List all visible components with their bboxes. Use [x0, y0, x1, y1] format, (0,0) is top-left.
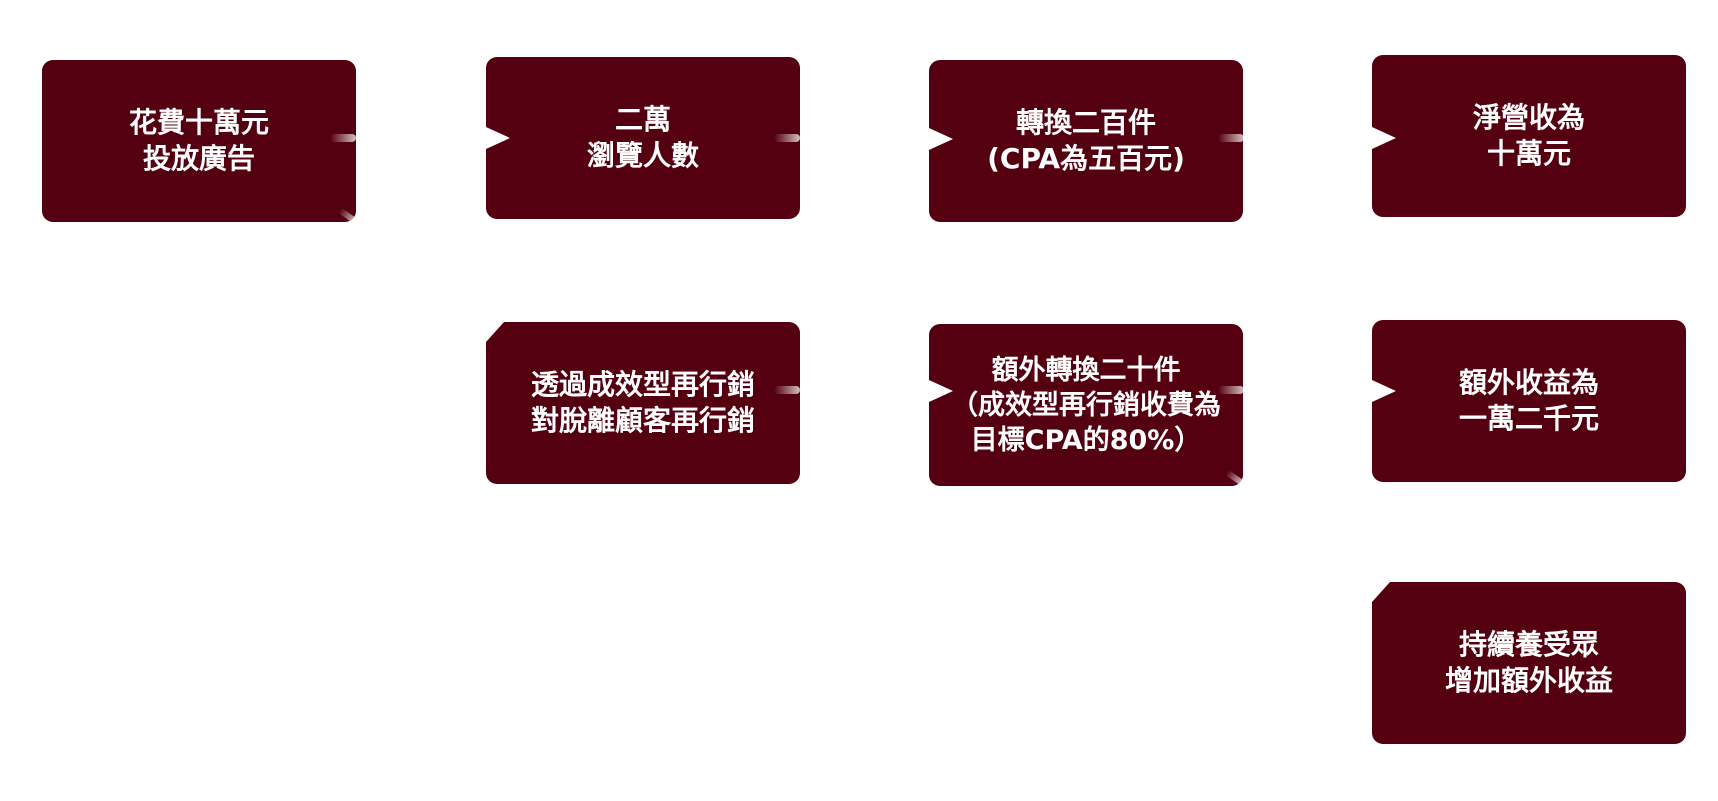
node-remarketing-line-2: 對脫離顧客再行銷 — [530, 404, 755, 437]
node-extra-conversions-line-1: 額外轉換二十件 — [991, 354, 1181, 386]
node-remarketing-line-1: 透過成效型再行銷 — [530, 368, 755, 401]
node-ad-spend-line-1: 花費十萬元 — [128, 106, 269, 139]
arrow-notch-views — [486, 127, 510, 149]
node-extra-conversions: 額外轉換二十件 （成效型再行銷收費為 目標CPA的80%） — [929, 324, 1243, 486]
node-extra-conversions-line-3: 目標CPA的80%） — [970, 424, 1202, 456]
connector-fade-conversions — [1218, 134, 1244, 142]
node-net-revenue-line-1: 淨營收為 — [1472, 101, 1585, 134]
node-nurture-audience: 持續養受眾 增加額外收益 — [1372, 582, 1686, 744]
node-views-line-2: 瀏覽人數 — [586, 139, 699, 172]
arrow-notch-nurture — [1372, 582, 1390, 602]
node-extra-conversions-line-2: （成效型再行銷收費為 — [951, 389, 1221, 421]
node-nurture-audience-line-2: 增加額外收益 — [1444, 664, 1613, 697]
arrow-notch-net-revenue — [1372, 127, 1396, 149]
node-extra-revenue-line-2: 一萬二千元 — [1458, 402, 1599, 435]
node-ad-spend: 花費十萬元 投放廣告 — [42, 60, 356, 222]
node-views-line-1: 二萬 — [614, 103, 671, 136]
arrow-notch-remarketing — [486, 322, 504, 342]
connector-fade-remarketing — [774, 386, 800, 394]
node-net-revenue: 淨營收為 十萬元 — [1372, 55, 1686, 217]
connector-fade-spend — [330, 134, 356, 142]
node-net-revenue-line-2: 十萬元 — [1486, 137, 1571, 170]
connector-fade-extra-conversions — [1218, 386, 1244, 394]
arrow-notch-extra-revenue — [1372, 380, 1396, 402]
connector-fade-views — [774, 134, 800, 142]
node-extra-revenue: 額外收益為 一萬二千元 — [1372, 320, 1686, 482]
node-remarketing: 透過成效型再行銷 對脫離顧客再行銷 — [486, 322, 800, 484]
node-conversions-line-2: (CPA為五百元) — [987, 142, 1185, 175]
node-conversions: 轉換二百件 (CPA為五百元) — [929, 60, 1243, 222]
arrow-notch-extra-conversions — [929, 380, 953, 402]
node-conversions-line-1: 轉換二百件 — [1015, 106, 1156, 139]
arrow-notch-conversions — [929, 128, 953, 150]
node-ad-spend-line-2: 投放廣告 — [142, 142, 255, 175]
node-views: 二萬 瀏覽人數 — [486, 57, 800, 219]
node-nurture-audience-line-1: 持續養受眾 — [1458, 628, 1599, 661]
node-extra-revenue-line-1: 額外收益為 — [1458, 366, 1599, 399]
